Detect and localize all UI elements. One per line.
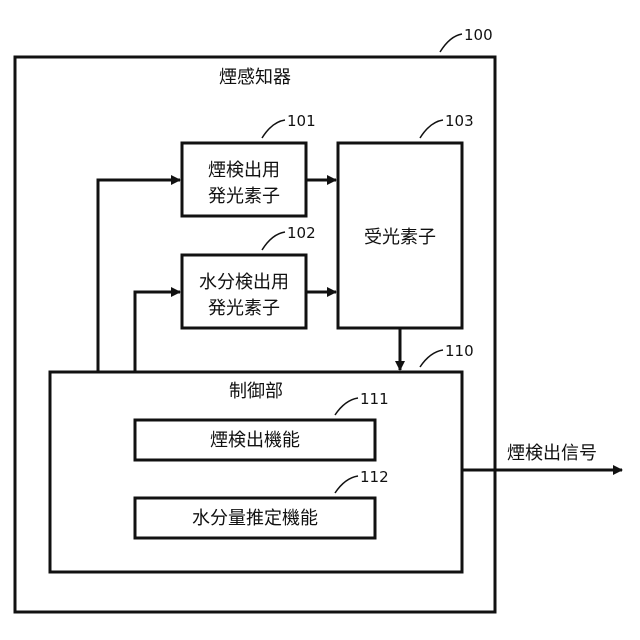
ref-102: 102 bbox=[287, 224, 316, 242]
receiver-label: 受光素子 bbox=[364, 227, 436, 248]
ref-101: 101 bbox=[287, 112, 316, 130]
water-emitter-label-1: 水分検出用 bbox=[199, 272, 289, 293]
ref-111: 111 bbox=[360, 390, 389, 408]
controller-box bbox=[50, 372, 462, 572]
water-emitter-label-2: 発光素子 bbox=[208, 298, 280, 319]
ref-103: 103 bbox=[445, 112, 474, 130]
ref-leader-100 bbox=[440, 34, 462, 52]
smoke-detector-title: 煙感知器 bbox=[219, 67, 291, 88]
smoke-detect-function-label: 煙検出機能 bbox=[210, 430, 300, 451]
ref-110: 110 bbox=[445, 342, 474, 360]
ref-100: 100 bbox=[464, 26, 493, 44]
output-signal-label: 煙検出信号 bbox=[507, 443, 597, 464]
smoke-emitter-label-1: 煙検出用 bbox=[208, 160, 280, 181]
smoke-emitter-label-2: 発光素子 bbox=[208, 186, 280, 207]
ref-112: 112 bbox=[360, 468, 389, 486]
controller-title: 制御部 bbox=[229, 381, 283, 402]
water-estimate-function-label: 水分量推定機能 bbox=[192, 508, 318, 529]
